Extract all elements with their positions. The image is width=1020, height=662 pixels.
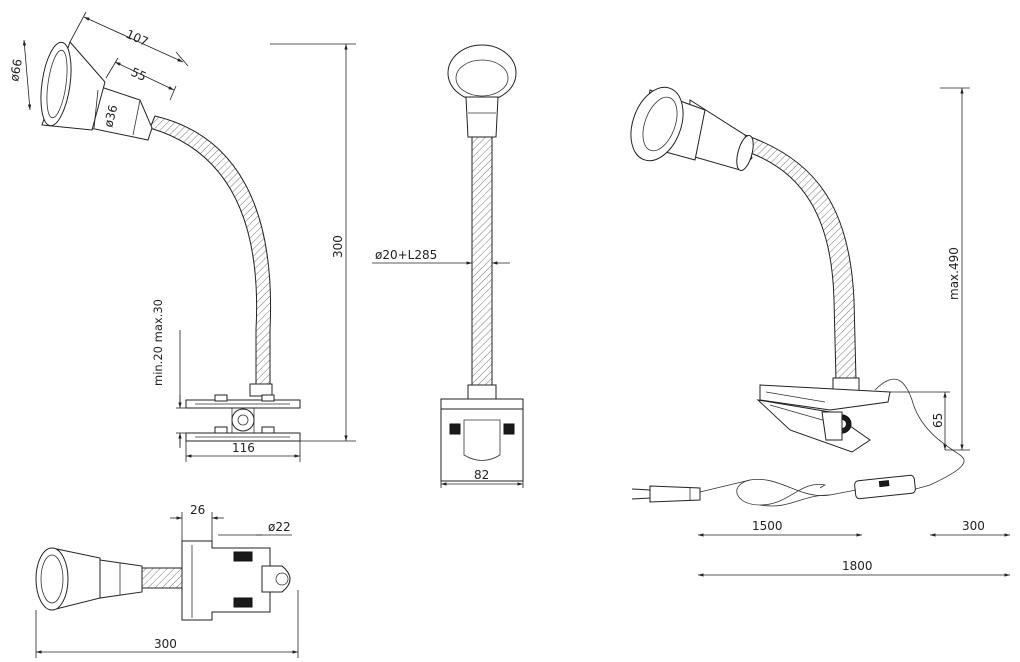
persp-clip-top	[759, 384, 891, 411]
dim-clamp-opening: min.20 max.30	[151, 299, 165, 386]
dim-plan-length: 300	[154, 637, 177, 651]
dim-cord-to-switch: 1500	[752, 519, 783, 533]
dim-total-cord: 1800	[842, 559, 873, 573]
front-arm	[471, 136, 493, 386]
persp-gooseneck-arm	[741, 134, 857, 381]
side-clamp-pivot	[231, 408, 255, 432]
persp-inline-switch	[854, 474, 916, 500]
side-collar	[249, 383, 273, 397]
dim-switch-to-lamp: 300	[962, 519, 985, 533]
front-lamp-shade	[447, 44, 517, 102]
perspective-view: max.490 65 1500 300 1800	[630, 86, 1010, 577]
plan-clamp-plate	[181, 540, 271, 621]
plan-view: 26 ø22 300	[35, 503, 299, 658]
dim-clip-depth: 26	[190, 503, 205, 517]
dim-neck-length: 55	[129, 65, 149, 84]
dim-base-width: 82	[474, 468, 489, 482]
front-clamp-body	[440, 408, 524, 482]
side-view: 107 55 ø66 ø36 300 min.20 max.30 116	[7, 11, 356, 462]
front-lamp-neck	[465, 96, 499, 138]
plan-lamp-neck	[99, 559, 143, 599]
side-gooseneck-arm	[149, 115, 272, 389]
dim-clip-height: 65	[931, 413, 945, 428]
front-collar	[467, 384, 497, 400]
front-view: ø20+L285 82	[372, 44, 524, 488]
dim-neck-diameter: ø36	[101, 103, 120, 128]
dim-clamp-width: 116	[232, 441, 255, 455]
dim-pivot-diameter: ø22	[268, 520, 291, 534]
persp-cord-loops	[736, 478, 857, 506]
front-clamp-top	[440, 398, 524, 410]
dim-shade-diameter: ø66	[7, 58, 25, 83]
dim-side-height: 300	[331, 235, 345, 258]
persp-power-cord-upper	[874, 378, 965, 491]
persp-plug	[649, 485, 701, 503]
dim-arm-spec: ø20+L285	[375, 248, 437, 262]
dim-max-height: max.490	[947, 247, 961, 300]
